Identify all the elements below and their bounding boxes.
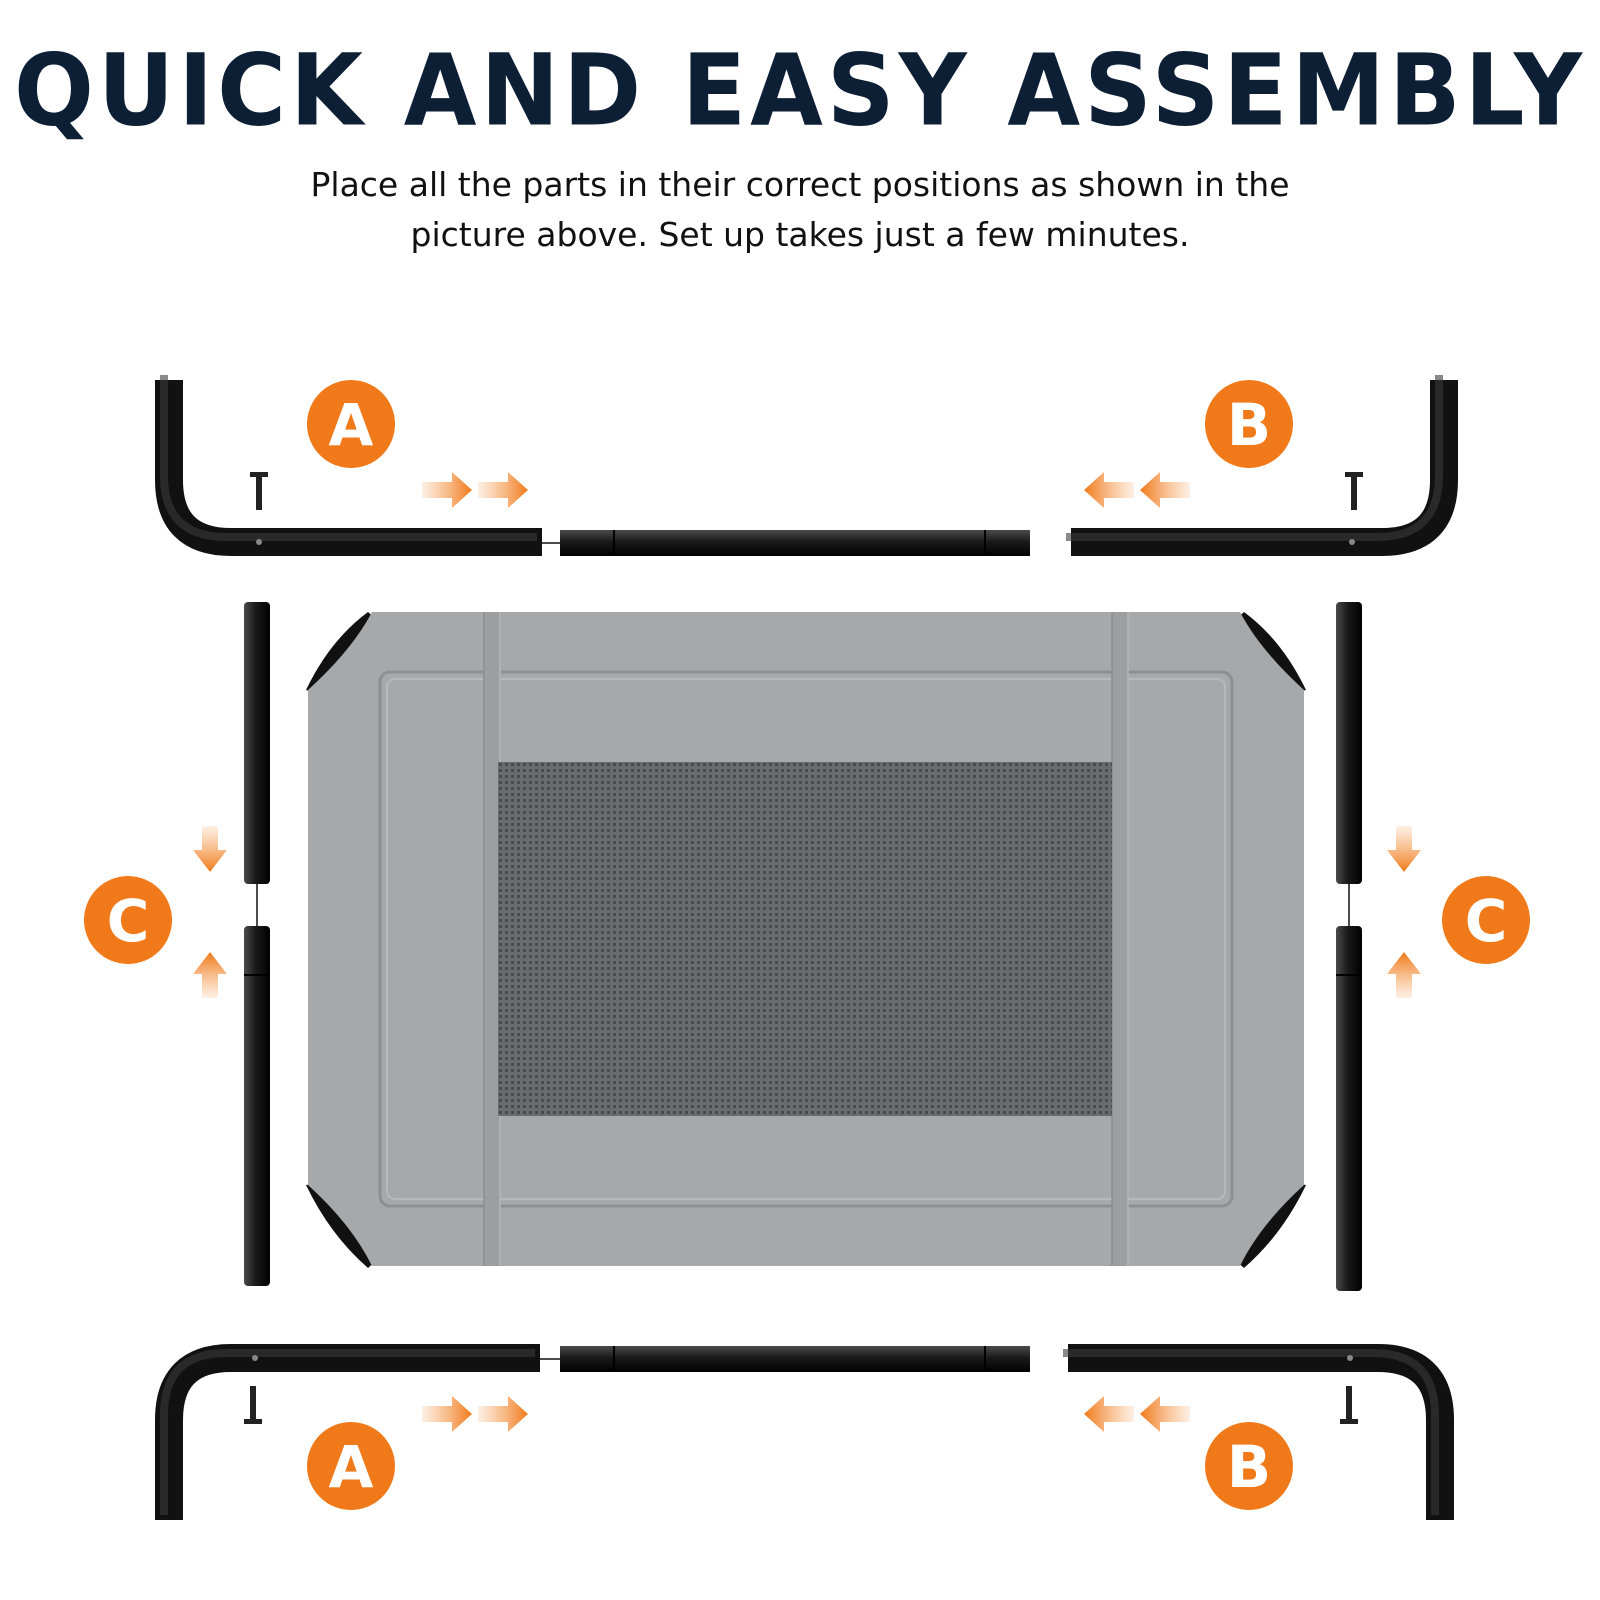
screw-icon (1345, 472, 1363, 510)
arrows-left-c (193, 826, 227, 998)
orange-double-arrow-icon (422, 472, 528, 508)
screw-icon (250, 472, 268, 510)
badge-a-top-label: A (329, 391, 374, 459)
badge-c-left-label: C (107, 887, 150, 955)
badge-b-bottom-label: B (1227, 1433, 1271, 1501)
badge-b-top: B (1205, 380, 1293, 468)
arrow-top-left (422, 472, 528, 508)
fabric-bed (306, 612, 1306, 1268)
top-frame (155, 375, 1458, 556)
badge-c-left: C (84, 876, 172, 964)
badge-b-top-label: B (1227, 391, 1271, 459)
page-title: QUICK AND EASY ASSEMBLY (13, 34, 1587, 149)
badge-a-bottom: A (307, 1422, 395, 1510)
arrows-right-c (1387, 826, 1421, 998)
screw-icon (1340, 1386, 1358, 1424)
arrow-bottom-left (422, 1396, 528, 1432)
orange-double-arrow-icon (1084, 472, 1190, 508)
right-side-tubes (1336, 602, 1362, 1291)
screw-icon (244, 1386, 262, 1424)
badge-b-bottom: B (1205, 1422, 1293, 1510)
top-right-corner-tube (1071, 380, 1458, 556)
assembly-instructions: Place all the parts in their correct pos… (310, 165, 1290, 254)
orange-double-arrow-icon (1084, 1396, 1190, 1432)
bottom-frame (155, 1344, 1454, 1520)
bottom-left-corner-tube (155, 1344, 540, 1520)
arrow-top-right (1084, 472, 1190, 508)
left-side-tubes (244, 602, 270, 1286)
mesh-panel (498, 762, 1112, 1116)
badge-a-top: A (307, 380, 395, 468)
badge-c-right: C (1442, 876, 1530, 964)
orange-double-arrow-icon (422, 1396, 528, 1432)
bottom-center-tube (560, 1346, 1030, 1372)
top-center-tube (560, 530, 1030, 556)
arrow-bottom-right (1084, 1396, 1190, 1432)
badge-a-bottom-label: A (329, 1433, 374, 1501)
badge-c-right-label: C (1465, 887, 1508, 955)
